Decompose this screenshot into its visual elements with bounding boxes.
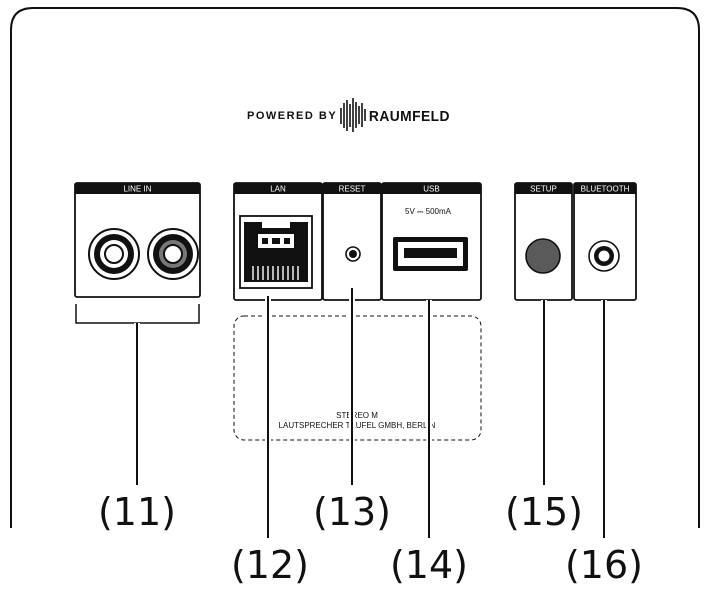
bluetooth-button-icon[interactable] <box>588 240 620 272</box>
type-label-plate: STEREO M LAUTSPRECHER TEUFEL GMBH, BERLI… <box>233 315 482 441</box>
callout-16: (16) <box>565 543 643 587</box>
ethernet-port-icon[interactable] <box>239 215 313 289</box>
usb-port-icon[interactable] <box>393 237 468 271</box>
setup-panel: SETUP <box>514 182 573 301</box>
callout-14: (14) <box>390 543 468 587</box>
lan-panel: LAN <box>233 182 323 301</box>
device-housing <box>10 7 700 528</box>
reset-pinhole-icon[interactable] <box>345 246 361 262</box>
callout-15: (15) <box>505 490 583 534</box>
raumfeld-brand-text: RAUMFELD <box>369 109 450 126</box>
line-in-panel: LINE IN <box>74 182 201 324</box>
reset-label: RESET <box>339 185 366 194</box>
raumfeld-logo-icon <box>340 98 366 132</box>
usb-panel: USB 5V ⎓ 500mA <box>381 182 482 301</box>
label-plate-line1: STEREO M <box>336 411 378 420</box>
setup-label: SETUP <box>530 185 557 194</box>
callout-11: (11) <box>98 490 176 534</box>
setup-button-icon[interactable] <box>525 238 561 274</box>
rca-right-jack-icon[interactable] <box>147 228 199 280</box>
rca-left-jack-icon[interactable] <box>88 228 140 280</box>
powered-by-text: POWERED BY <box>247 110 337 122</box>
usb-power-spec: 5V ⎓ 500mA <box>405 207 452 216</box>
line-in-label: LINE IN <box>123 185 151 194</box>
bluetooth-panel: BLUETOOTH <box>573 182 637 301</box>
lan-label: LAN <box>270 185 286 194</box>
reset-panel: RESET <box>322 182 382 301</box>
label-plate-line2: LAUTSPRECHER TEUFEL GMBH, BERLIN <box>279 421 436 430</box>
usb-label: USB <box>423 185 439 194</box>
callout-13: (13) <box>313 490 391 534</box>
callout-12: (12) <box>231 543 309 587</box>
leader-lines <box>134 288 607 538</box>
bluetooth-label: BLUETOOTH <box>581 185 630 194</box>
